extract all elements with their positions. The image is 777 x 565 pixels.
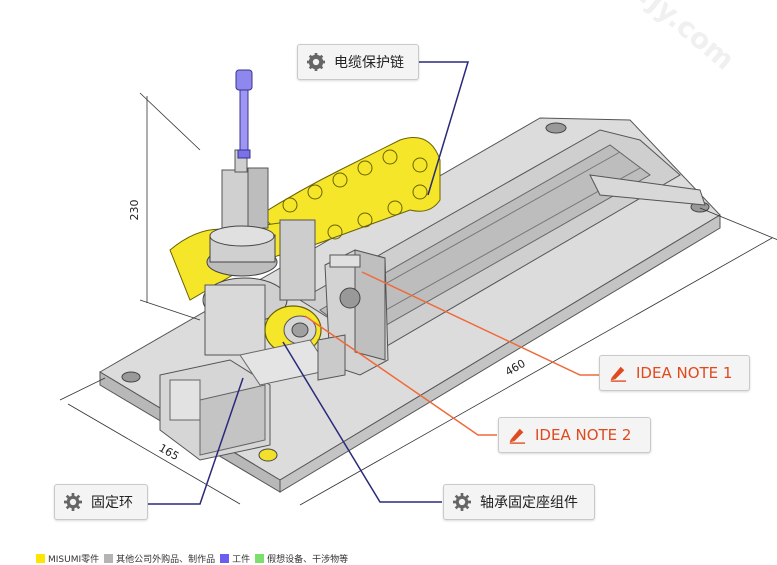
- rotary-head: [202, 219, 316, 356]
- gear-icon: [452, 492, 472, 512]
- leader-lines: [148, 61, 600, 505]
- legend-item-virtual: 假想设备、干涉物等: [255, 552, 348, 565]
- callout-idea-note-1[interactable]: IDEA NOTE 1: [599, 355, 750, 391]
- legend-item-workpiece: 工件: [220, 552, 250, 565]
- callout-cable-chain: 电缆保护链: [297, 44, 419, 80]
- workpiece-rod: [235, 69, 253, 159]
- pencil-icon: [608, 363, 628, 383]
- bearing-mount-bracket: [317, 249, 389, 381]
- legend-item-misumi: MISUMI零件: [36, 552, 99, 565]
- dimension-length: 460: [503, 357, 528, 379]
- legend-swatch-blue: [220, 554, 230, 563]
- callout-idea-note-2[interactable]: IDEA NOTE 2: [498, 417, 651, 453]
- legend-swatch-green: [255, 554, 265, 563]
- legend-swatch-gray: [104, 554, 114, 563]
- dimension-height: 230: [128, 200, 141, 221]
- callout-bearing-mount-label: 轴承固定座组件: [480, 495, 578, 511]
- dimension-lines: [59, 92, 777, 506]
- callout-bearing-mount: 轴承固定座组件: [443, 484, 595, 520]
- callout-fixed-ring-label: 固定环: [91, 495, 133, 511]
- callout-fixed-ring: 固定环: [54, 484, 148, 520]
- legend-item-other: 其他公司外购品、制作品: [104, 552, 215, 565]
- callout-idea-note-1-label: IDEA NOTE 1: [636, 364, 733, 382]
- dimension-width: 165: [157, 441, 182, 463]
- legend: MISUMI零件 其他公司外购品、制作品 工件 假想设备、干涉物等: [36, 552, 353, 565]
- gear-icon: [306, 52, 326, 72]
- legend-swatch-yellow: [36, 554, 45, 563]
- pencil-icon: [507, 425, 527, 445]
- gear-icon: [63, 492, 83, 512]
- callout-idea-note-2-label: IDEA NOTE 2: [535, 426, 632, 444]
- lower-slide-block: [159, 359, 271, 461]
- callout-cable-chain-label: 电缆保护链: [334, 55, 404, 71]
